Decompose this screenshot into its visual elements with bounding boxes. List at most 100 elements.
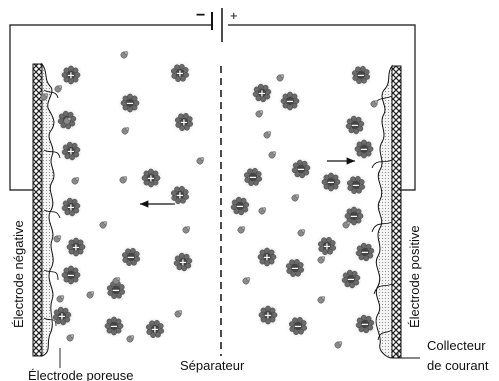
solvent-molecule: [86, 291, 95, 299]
solvent-shell-bead: [64, 153, 71, 160]
solvent-shell-bead: [152, 170, 159, 177]
solvated-cation: +: [167, 182, 193, 208]
solvent-shell-bead: [62, 200, 69, 207]
solvent-shell-bead: [344, 281, 351, 288]
cation-sign: +: [180, 118, 188, 129]
solvent-shell-bead: [186, 257, 193, 264]
solvent-molecule: [242, 277, 251, 285]
solvent-shell-bead: [231, 199, 238, 206]
solvent-shell-bead: [174, 255, 181, 262]
solvent-shell-bead: [255, 171, 262, 177]
anion-sign: −: [286, 97, 294, 108]
solvent-shell-bead: [304, 164, 311, 171]
solvent-shell-bead: [354, 274, 361, 281]
anion-sign: −: [327, 178, 335, 189]
cation-sign: +: [67, 147, 75, 158]
anion-sign: −: [360, 145, 368, 156]
solvent-molecule: [297, 229, 306, 237]
solvent-molecule: [342, 221, 351, 229]
solvated-cation: +: [167, 60, 193, 86]
cation-sign: +: [176, 69, 184, 80]
solvent-shell-bead: [356, 317, 363, 324]
solvent-layer: [40, 51, 379, 349]
battery-minus-label: −: [196, 7, 205, 24]
right-current-collector: [391, 65, 402, 359]
solvent-molecule: [334, 341, 343, 349]
solvent-molecule: [291, 194, 300, 202]
anion-sign: −: [361, 248, 369, 259]
anion-sign: −: [67, 271, 75, 282]
solvent-shell-bead: [346, 118, 353, 125]
solvent-shell-bead: [301, 160, 308, 167]
solvent-shell-bead: [176, 264, 183, 271]
solvated-anion: −: [285, 313, 311, 339]
anion-sign: −: [347, 275, 355, 286]
solvated-anion: −: [227, 193, 253, 219]
solvent-shell-bead: [294, 171, 301, 178]
battery-plus-label: +: [230, 8, 238, 23]
solvent-molecule: [370, 100, 379, 108]
solvated-anion: −: [343, 172, 369, 198]
solvent-shell-bead: [240, 197, 247, 204]
solvent-shell-bead: [269, 307, 276, 314]
solvent-shell-bead: [292, 162, 299, 169]
right-porous-electrode: [375, 64, 393, 359]
porous-electrode-label: Électrode poreuse: [28, 368, 134, 381]
solvent-molecule: [63, 117, 72, 125]
solvent-shell-bead: [262, 84, 269, 91]
solvent-shell-bead: [62, 307, 69, 314]
left-current-collector: [32, 63, 43, 357]
right-electrode-pores: [371, 95, 393, 341]
solvent-shell-bead: [365, 243, 372, 250]
left-porous-electrode: [41, 62, 55, 357]
solvent-shell-bead: [332, 174, 339, 181]
solvent-shell-bead: [348, 127, 355, 134]
solvent-shell-bead: [71, 142, 78, 149]
solvated-anion: −: [282, 255, 308, 281]
solvated-cation: +: [58, 62, 84, 88]
solvated-cation: +: [49, 303, 75, 329]
current-collector-label-line1: Collecteur: [427, 338, 486, 353]
solvent-shell-bead: [72, 267, 79, 274]
solvent-shell-bead: [358, 179, 365, 185]
solvent-molecule: [112, 277, 121, 285]
solvent-shell-bead: [358, 326, 365, 333]
solvated-cation: +: [255, 302, 281, 328]
solvent-shell-bead: [70, 116, 77, 122]
solvent-shell-bead: [368, 247, 375, 254]
cation-sign: +: [151, 325, 159, 336]
anion-sign: −: [236, 202, 244, 213]
solvent-molecule: [237, 226, 246, 234]
solvent-shell-bead: [342, 272, 349, 279]
solvent-shell-bead: [64, 209, 71, 216]
solvated-anion: −: [277, 88, 303, 114]
cation-sign: +: [58, 312, 66, 323]
solvent-shell-bead: [133, 251, 140, 257]
solvent-shell-bead: [358, 254, 365, 261]
solvent-molecule: [182, 226, 191, 234]
solvated-anion: −: [58, 262, 84, 288]
solvent-shell-bead: [74, 146, 81, 153]
solvent-shell-bead: [358, 121, 365, 127]
solvent-shell-bead: [368, 319, 375, 326]
solvent-molecule: [317, 256, 326, 264]
solvent-shell-bead: [183, 253, 190, 260]
current-collector-leader: [397, 352, 420, 359]
solvent-shell-bead: [58, 113, 65, 120]
cation-sign: +: [258, 89, 266, 100]
cation-sign: +: [72, 243, 80, 254]
solvent-shell-bead: [356, 245, 363, 252]
solvated-cation: +: [58, 138, 84, 164]
solvent-shell-bead: [297, 262, 304, 268]
solvated-cation: +: [58, 194, 84, 220]
solvent-shell-bead: [265, 89, 272, 95]
anion-sign: −: [357, 71, 365, 82]
solvent-shell-bead: [300, 320, 307, 326]
solvated-cation: +: [314, 233, 340, 259]
solvated-anion: −: [338, 266, 364, 292]
anion-sign: −: [291, 264, 299, 275]
solvent-shell-bead: [72, 67, 79, 74]
solvent-shell-bead: [268, 249, 275, 256]
cation-sign: +: [263, 253, 271, 264]
solvent-molecule: [255, 110, 264, 118]
